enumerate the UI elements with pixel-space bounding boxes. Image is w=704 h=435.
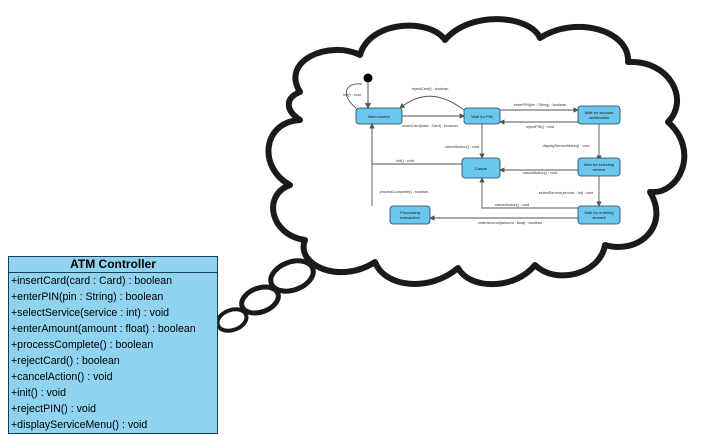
label-enter-amount: enterAmount(amount : float) : boolean [478,221,542,225]
state-label-wait-service: Wait for selecting service [583,162,615,172]
state-wait-pin [463,107,501,125]
edge-reject-card [399,95,465,111]
operation-item: +enterAmount(amount : float) : boolean [11,323,196,335]
state-processing [389,205,431,225]
operation-item: +init() : void [11,387,67,399]
operation-item: +rejectPIN() : void [11,403,97,415]
initial-state-dot [363,73,373,83]
label-init-top: init() : void [343,93,361,97]
edge-cancel-amount [479,177,580,209]
thought-bubble-3 [215,307,249,333]
state-label-processing: Processing transaction [400,210,420,220]
state-main-screen [355,107,403,125]
label-display-menu: displayServiceMenu() : void [543,144,590,148]
state-label-wait-pin: Wait for PIN [471,114,493,119]
label-reject-card: rejectCard() : boolean [412,87,449,91]
label-enter-pin: enterPIN(pin : String) : boolean [514,103,566,107]
state-label-wait-cert: Wait for account certification [584,110,614,120]
state-cancel [461,157,501,179]
state-wait-cert [577,105,621,125]
label-cancel-pin: cancelAction() : void [445,145,479,149]
label-select-service: selectService(service : int) : void [539,191,593,195]
operation-item: +insertCard(card : Card) : boolean [11,275,173,287]
label-insert-card: insertCard(card : Card) : boolean [402,124,458,128]
state-label-main: Main screen [368,114,390,119]
operation-item: +rejectCard() : boolean [11,355,120,367]
operation-item: +processComplete() : boolean [11,339,154,351]
class-title: ATM Controller [9,257,217,273]
thought-bubble-1 [268,258,316,294]
uml-class-atm-controller: ATM Controller +insertCard(card : Card) … [8,256,218,434]
label-process-complete: processComplete() : boolean [380,190,429,194]
label-reject-pin: rejectPIN() : void [526,125,554,129]
edge-init-top [345,83,363,109]
label-cancel-amount: cancelAction() : void [495,203,529,207]
operation-item: +displayServiceMenu() : void [11,419,148,431]
operation-item: +enterPIN(pin : String) : boolean [11,291,164,303]
thought-bubble-2 [239,284,281,316]
state-label-cancel: Cancel [475,166,488,171]
state-label-wait-amount: Wait for entering amount [584,210,614,220]
cloud-outline [265,16,688,288]
operation-item: +selectService(service : int) : void [11,307,170,319]
label-cancel-service: cancelAction() : void [523,171,557,175]
operation-item: +cancelAction() : void [11,371,113,383]
label-init-cancel: init() : void [396,159,414,163]
state-wait-amount [577,205,621,225]
state-wait-service [577,157,621,177]
operations-list: +insertCard(card : Card) : boolean +ente… [9,273,217,433]
